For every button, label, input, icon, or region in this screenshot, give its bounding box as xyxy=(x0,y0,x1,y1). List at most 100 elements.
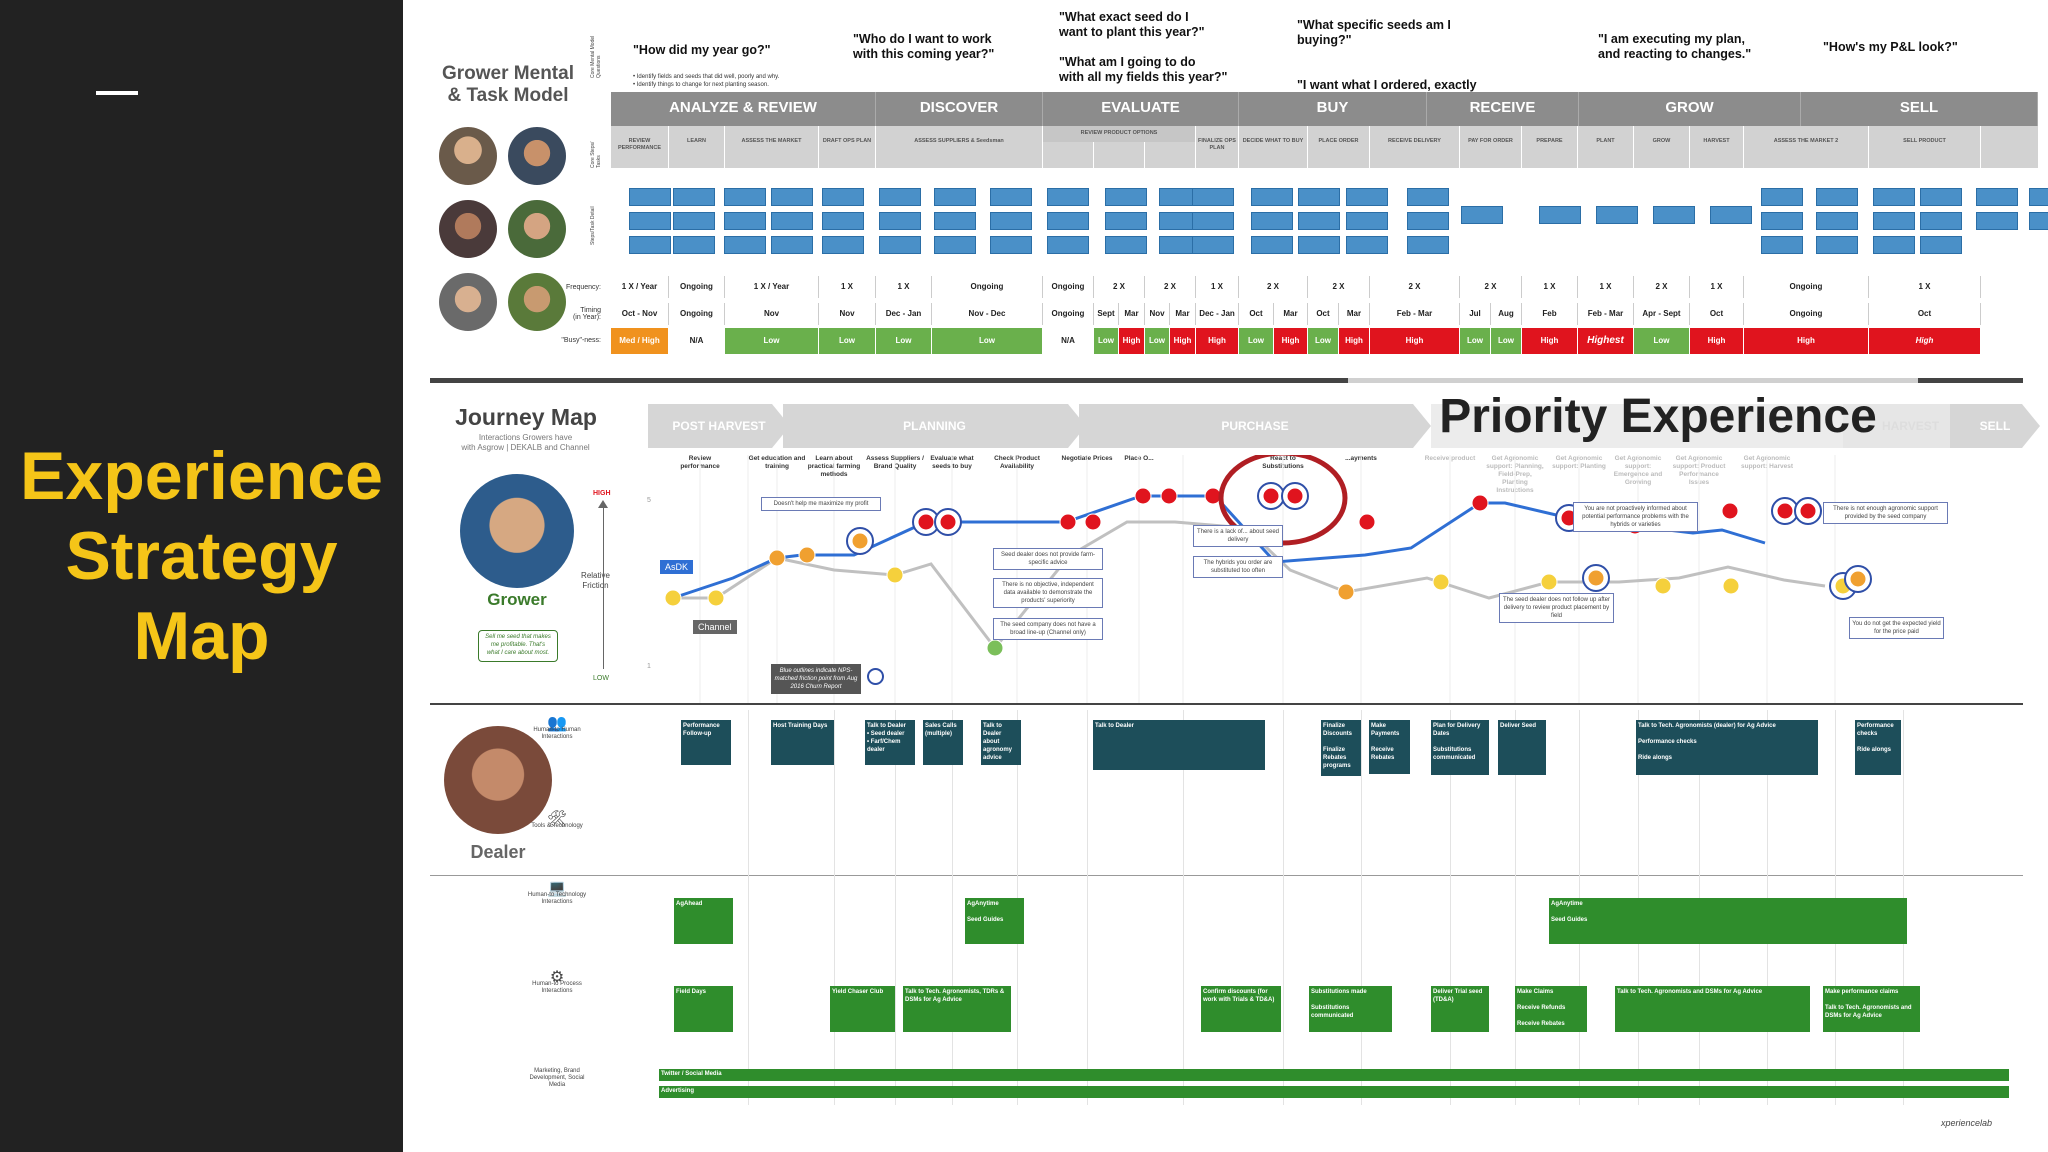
metric-cell: Dec - Jan xyxy=(876,303,932,325)
friction-note: The hybrids you order are substituted to… xyxy=(1193,556,1283,578)
journey-chart xyxy=(598,455,1872,705)
interaction-box: Performance Follow-up xyxy=(681,720,731,765)
page-title-line: Map xyxy=(133,598,270,674)
sticky-note xyxy=(1873,212,1915,230)
task-cell: PLANT xyxy=(1578,126,1634,168)
metric-cell: 2 X xyxy=(1145,276,1196,298)
sticky-note xyxy=(1920,188,1962,206)
friction-point xyxy=(1358,513,1376,531)
metric-cell: 2 X xyxy=(1460,276,1522,298)
metric-cell: Mar xyxy=(1119,303,1145,325)
metric-cell: High xyxy=(1196,328,1239,354)
friction-point xyxy=(1654,577,1672,595)
metric-cell: Ongoing xyxy=(669,276,725,298)
metric-cell: 1 X xyxy=(1578,276,1634,298)
metric-cell: Low xyxy=(1634,328,1690,354)
metric-cell: Mar xyxy=(1339,303,1370,325)
task-cell: SELL PRODUCT xyxy=(1869,126,1981,168)
sticky-note xyxy=(2029,188,2048,206)
sticky-note xyxy=(879,212,921,230)
sticky-note xyxy=(629,212,671,230)
sticky-note xyxy=(1461,206,1503,224)
metric-cell: 2 X xyxy=(1094,276,1145,298)
friction-point xyxy=(798,546,816,564)
sticky-note xyxy=(1653,206,1695,224)
divider xyxy=(430,378,1348,383)
sticky-note xyxy=(1976,212,2018,230)
row-label: Tools & Technology xyxy=(531,823,583,829)
grower-avatar xyxy=(439,127,497,185)
friction-point xyxy=(1432,573,1450,591)
friction-point xyxy=(1587,569,1605,587)
experience-map: Grower Mental & Task Model Core Mental M… xyxy=(403,0,2048,1152)
friction-point xyxy=(664,589,682,607)
interaction-box: Make Payments Receive Rebates xyxy=(1369,720,1410,774)
sticky-note xyxy=(1346,212,1388,230)
axis-tick: 5 xyxy=(647,497,651,504)
sticky-note xyxy=(879,188,921,206)
interaction-box: Plan for Delivery Dates Substitutions co… xyxy=(1431,720,1489,775)
persona-label: Grower xyxy=(487,590,547,609)
sticky-note xyxy=(1920,212,1962,230)
quote-text: "How did my year go?" xyxy=(633,43,771,57)
sticky-note xyxy=(724,212,766,230)
grower-avatar xyxy=(508,127,566,185)
metric-cell: N/A xyxy=(1043,328,1094,354)
brand-logo: xperiencelab xyxy=(1941,1118,1993,1128)
process-interaction-box: Make performance claims Talk to Tech. Ag… xyxy=(1823,986,1920,1032)
metric-cell: 2 X xyxy=(1634,276,1690,298)
metric-cell: Oct xyxy=(1308,303,1339,325)
phase-header: RECEIVE xyxy=(1427,92,1579,126)
journey-phase: PURCHASE xyxy=(1079,404,1431,448)
sticky-note xyxy=(673,236,715,254)
metric-cell: Low xyxy=(725,328,819,354)
friction-point xyxy=(917,513,935,531)
sticky-note xyxy=(673,212,715,230)
quote: "How did my year go?" • Identify fields … xyxy=(633,28,823,104)
axis-low-label: LOW xyxy=(593,675,609,682)
task-cell: FINALIZE OPS PLAN xyxy=(1196,126,1239,168)
metric-cell: Apr - Sept xyxy=(1634,303,1690,325)
task-cell: PLACE ORDER xyxy=(1308,126,1370,168)
metric-cell: Highest xyxy=(1578,328,1634,354)
gridline xyxy=(748,710,749,1105)
grower-avatar xyxy=(508,200,566,258)
axis-tick: 1 xyxy=(647,663,651,670)
sticky-note xyxy=(2029,212,2048,230)
friction-note: There is a lack of... about seed deliver… xyxy=(1193,525,1283,547)
friction-point xyxy=(1084,513,1102,531)
task-cell: LEARN xyxy=(669,126,725,168)
friction-note: The seed company does not have a broad l… xyxy=(993,618,1103,640)
divider xyxy=(1918,378,2023,383)
metric-cell: Low xyxy=(1460,328,1491,354)
row-label: Human-to Human Interactions xyxy=(533,727,581,740)
process-interaction-box: Yield Chaser Club xyxy=(830,986,895,1032)
process-interaction-box: Talk to Tech. Agronomists and DSMs for A… xyxy=(1615,986,1810,1032)
friction-point xyxy=(1471,494,1489,512)
sticky-note xyxy=(990,212,1032,230)
task-cell: DECIDE WHAT TO BUY xyxy=(1239,126,1308,168)
metric-cell: Aug xyxy=(1491,303,1522,325)
metric-cell: Nov - Dec xyxy=(932,303,1043,325)
friction-point xyxy=(939,513,957,531)
friction-point xyxy=(1134,487,1152,505)
sticky-note xyxy=(1298,212,1340,230)
metric-cell: 2 X xyxy=(1370,276,1460,298)
side-label: Core Steps/ Tasks xyxy=(590,141,602,168)
row-label: Human-to Process Interactions xyxy=(532,981,582,994)
task-cell: ASSESS THE MARKET 2 xyxy=(1744,126,1869,168)
gridline xyxy=(1450,710,1451,1105)
friction-note: You are not proactively informed about p… xyxy=(1573,502,1698,532)
process-interaction-box: Make Claims Receive Refunds Receive Reba… xyxy=(1515,986,1587,1032)
axis-high-label: HIGH xyxy=(593,490,611,497)
metric-cell: 1 X / Year xyxy=(725,276,819,298)
friction-axis xyxy=(603,504,604,669)
page-title-line: Strategy xyxy=(65,518,338,594)
friction-point xyxy=(1721,502,1739,520)
sticky-note xyxy=(1047,212,1089,230)
metric-cell: 1 X xyxy=(819,276,876,298)
dealer-photo xyxy=(444,726,552,834)
metric-cell: Oct xyxy=(1690,303,1744,325)
